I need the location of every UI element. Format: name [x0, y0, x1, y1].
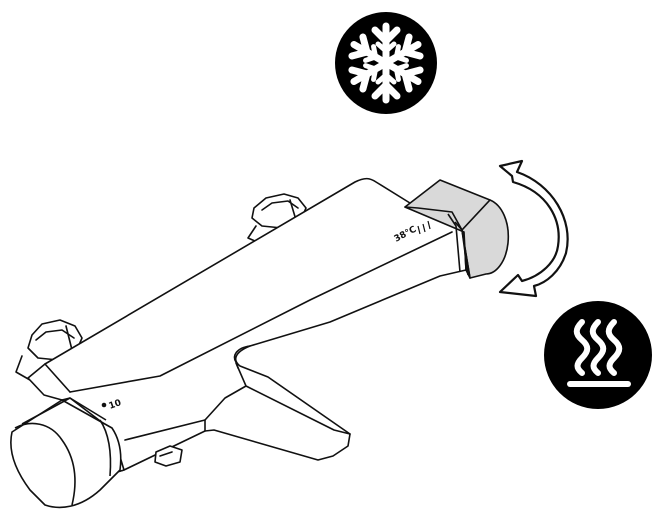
rotation-arrow-icon [498, 159, 569, 298]
temperature-knob [404, 179, 510, 279]
mixer-body [15, 177, 467, 475]
flow-dot [101, 402, 107, 408]
snowflake-icon [348, 22, 423, 100]
cold-badge [335, 12, 437, 114]
spout-aerator [154, 445, 183, 467]
flow-scale: 10 [101, 398, 123, 412]
hot-badge [544, 301, 652, 409]
flow-mark: 10 [108, 398, 123, 412]
heat-waves-icon [567, 319, 631, 387]
flow-knob [10, 397, 125, 509]
